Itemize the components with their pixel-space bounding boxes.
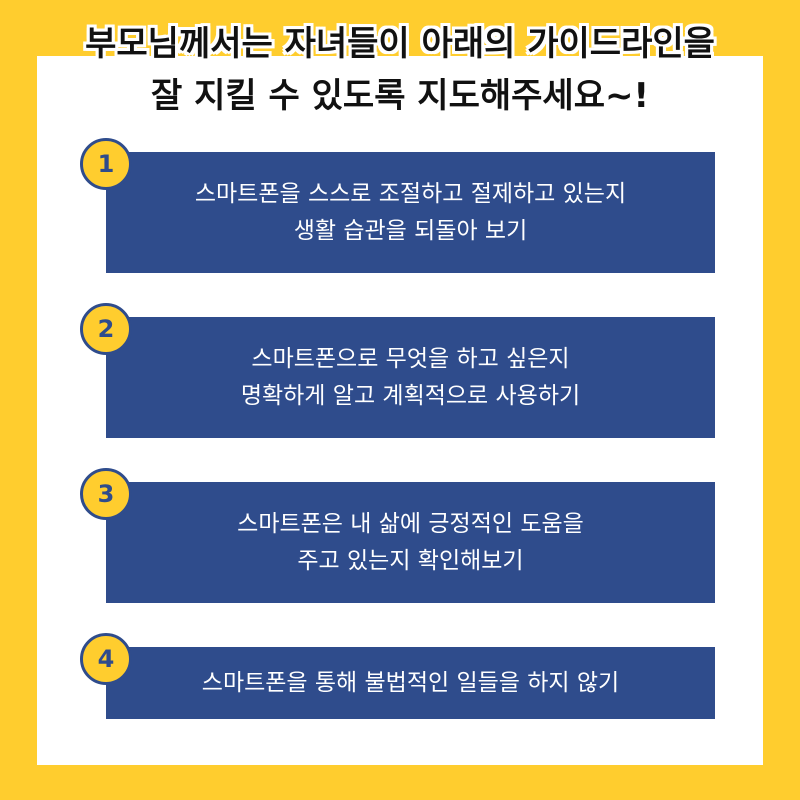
number-badge-2: 2 [80, 303, 132, 355]
title-line-1: 부모님께서는 자녀들이 아래의 가이드라인을 [85, 24, 715, 64]
guideline-card-1: 스마트폰을 스스로 조절하고 절제하고 있는지 생활 습관을 되돌아 보기 [106, 152, 715, 273]
guideline-card-3: 스마트폰은 내 삶에 긍정적인 도움을 주고 있는지 확인해보기 [106, 482, 715, 603]
number-badge-1: 1 [80, 138, 132, 190]
guideline-1-line-2: 생활 습관을 되돌아 보기 [293, 217, 528, 244]
guideline-2-line-1: 스마트폰으로 무엇을 하고 싶은지 [251, 345, 570, 372]
number-badge-4: 4 [80, 633, 132, 685]
title-line-2: 잘 지킬 수 있도록 지도해주세요~! [151, 76, 649, 116]
guideline-card-4: 스마트폰을 통해 불법적인 일들을 하지 않기 [106, 647, 715, 719]
guideline-4-line-1: 스마트폰을 통해 불법적인 일들을 하지 않기 [201, 669, 620, 696]
guideline-3-line-1: 스마트폰은 내 삶에 긍정적인 도움을 [237, 510, 584, 537]
guideline-card-2: 스마트폰으로 무엇을 하고 싶은지 명확하게 알고 계획적으로 사용하기 [106, 317, 715, 438]
guideline-2-line-2: 명확하게 알고 계획적으로 사용하기 [240, 382, 581, 409]
number-badge-3: 3 [80, 468, 132, 520]
page-title: 부모님께서는 자녀들이 아래의 가이드라인을 잘 지킬 수 있도록 지도해주세요… [40, 18, 760, 122]
guideline-3-line-2: 주고 있는지 확인해보기 [297, 547, 524, 574]
guideline-1-line-1: 스마트폰을 스스로 조절하고 절제하고 있는지 [194, 180, 627, 207]
